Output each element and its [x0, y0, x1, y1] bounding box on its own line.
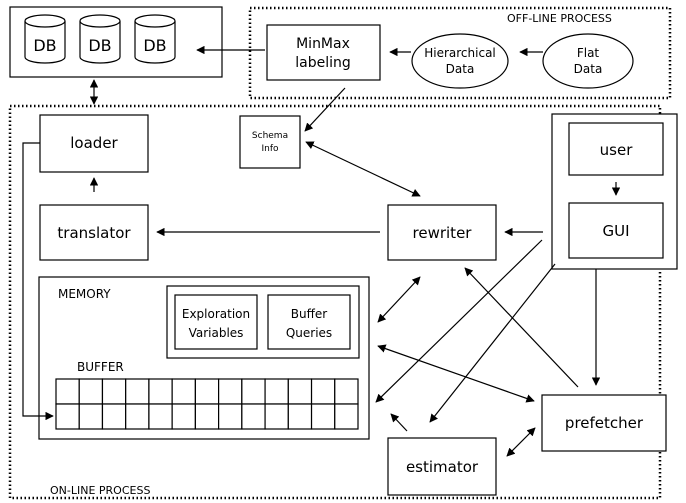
- schema-info-box: Schema Info: [239, 115, 301, 169]
- database-label-2: DB: [88, 36, 111, 55]
- schema-info-line2: Info: [261, 144, 279, 154]
- buffer-cell: [148, 403, 173, 430]
- minmax-label-line1: MinMax: [296, 36, 350, 52]
- arrow-gui-to-estimator: [429, 263, 556, 423]
- arrow-loader-to-buffer: [22, 142, 54, 421]
- rewriter-label: rewriter: [413, 224, 473, 242]
- buffer-cell: [241, 378, 266, 405]
- estimator-box: estimator: [387, 437, 497, 496]
- arrow-gui-to-buffer: [375, 239, 543, 403]
- loader-box: loader: [39, 114, 149, 173]
- prefetcher-label: prefetcher: [565, 414, 644, 432]
- gui-box: [568, 202, 664, 259]
- flat-data-ellipse: Flat Data: [542, 33, 634, 89]
- buffer-cell: [264, 403, 289, 430]
- database-label-1: DB: [33, 36, 56, 55]
- buffer-cell: [101, 378, 127, 405]
- buffer-cell: [287, 403, 313, 430]
- buffer-cell: [148, 378, 173, 405]
- buffer-cell: [334, 403, 359, 430]
- user-gui-panel: user GUI: [551, 113, 678, 270]
- arrow-rewriter-memory: [377, 276, 421, 323]
- offline-region-label: OFF-LINE PROCESS: [507, 12, 612, 25]
- buffer-label: BUFFER: [77, 360, 124, 374]
- exploration-variables-line2: Variables: [189, 326, 244, 340]
- buffer-queries-line2: Queries: [286, 326, 332, 340]
- loader-label: loader: [70, 134, 118, 152]
- arrow-memory-prefetcher: [377, 344, 535, 403]
- flat-label-line1: Flat: [577, 46, 600, 60]
- rewriter-box: rewriter: [387, 204, 497, 261]
- database-label-3: DB: [143, 36, 166, 55]
- buffer-cell: [125, 378, 150, 405]
- buffer-cell: [78, 403, 104, 430]
- buffer-cell: [171, 403, 196, 430]
- buffer-cell: [241, 403, 266, 430]
- user-box: [568, 122, 664, 176]
- hierarchical-data-ellipse: Hierarchical Data: [411, 33, 509, 89]
- flat-label-line2: Data: [574, 62, 603, 76]
- buffer-cell: [55, 378, 80, 405]
- translator-label: translator: [57, 224, 131, 242]
- buffer-cell: [310, 403, 336, 430]
- buffer-cell: [310, 378, 336, 405]
- minmax-label-line2: labeling: [295, 55, 351, 71]
- arrow-minmax-to-schema: [304, 87, 346, 132]
- buffer-cell: [101, 403, 127, 430]
- arrow-prefetcher-to-rewriter: [464, 267, 579, 388]
- user-label: user: [600, 141, 634, 159]
- buffer-cell: [194, 403, 220, 430]
- hierarchical-label-line1: Hierarchical: [424, 46, 496, 60]
- hierarchical-label-line2: Data: [446, 62, 475, 76]
- buffer-cell: [171, 378, 196, 405]
- prefetcher-box: prefetcher: [541, 394, 667, 452]
- schema-info-line1: Schema: [252, 131, 288, 141]
- gui-label: GUI: [602, 222, 629, 240]
- buffer-cell: [55, 403, 80, 430]
- buffer-queries-box: [267, 294, 351, 350]
- online-region-label: ON-LINE PROCESS: [50, 484, 150, 497]
- buffer-cell: [78, 378, 104, 405]
- offline-region: [248, 6, 672, 100]
- buffer-queries-line1: Buffer: [291, 307, 327, 321]
- buffer-cell: [194, 378, 220, 405]
- exploration-variables-line1: Exploration: [182, 307, 250, 321]
- memory-label: MEMORY: [58, 287, 111, 301]
- database-icon-2: DB: [79, 14, 121, 64]
- buffer-grid: [55, 378, 359, 430]
- database-icon-3: DB: [134, 14, 176, 64]
- arrow-estimator-prefetcher: [506, 427, 536, 457]
- database-icon-1: DB: [24, 14, 66, 64]
- buffer-cell: [334, 378, 359, 405]
- online-region: [8, 104, 662, 500]
- arrow-estimator-to-buffer: [390, 413, 408, 432]
- buffer-cell: [287, 378, 313, 405]
- estimator-label: estimator: [406, 458, 479, 476]
- arrow-schema-rewriter: [305, 141, 421, 197]
- buffer-cell: [264, 378, 289, 405]
- exploration-variables-box: [174, 294, 258, 350]
- translator-box: translator: [39, 204, 149, 261]
- minmax-labeling-box: MinMax labeling: [266, 24, 381, 81]
- memory-box: MEMORY Exploration Variables Buffer Quer…: [38, 276, 370, 440]
- buffer-cell: [218, 378, 243, 405]
- buffer-cell: [218, 403, 243, 430]
- buffer-cell: [125, 403, 150, 430]
